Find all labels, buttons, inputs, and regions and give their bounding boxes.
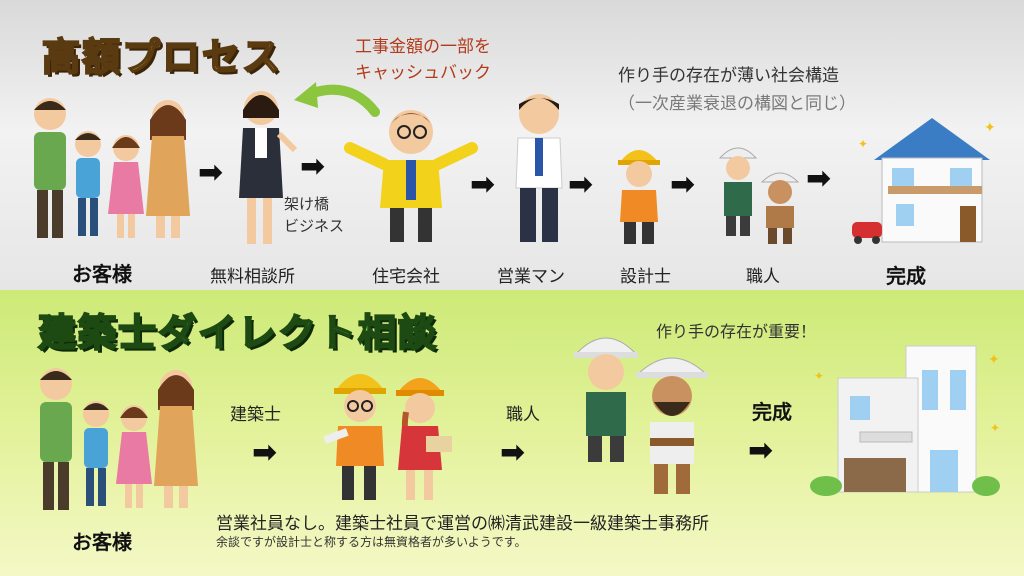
designer-illustration — [618, 150, 660, 244]
consultant-illustration — [239, 91, 298, 244]
architects-illustration — [323, 374, 452, 500]
modern-house-illustration: ✦ ✦ ✦ — [810, 345, 1000, 496]
top-arrow-6: ➡ — [806, 161, 832, 196]
top-title: 高額プロセス — [41, 34, 283, 80]
salesman-illustration — [515, 94, 563, 242]
top-step-housing-company: 住宅会社 — [372, 267, 440, 287]
svg-text:✦: ✦ — [814, 369, 824, 383]
bottom-step-customer: お客様 — [72, 530, 132, 554]
bottom-arrow-2: ➡ — [500, 435, 526, 470]
top-step-complete: 完成 — [886, 264, 926, 288]
top-step-consultation: 無料相談所 — [210, 267, 295, 287]
craftsmen-illustration — [718, 147, 800, 244]
bottom-step-complete: 完成 — [752, 400, 792, 424]
top-arrow-1: ➡ — [198, 155, 224, 190]
bottom-arrow-3: ➡ — [748, 433, 774, 468]
svg-text:✦: ✦ — [858, 137, 868, 151]
cashback-note: 工事金額の一部を キャッシュバック — [355, 37, 491, 83]
svg-text:✦: ✦ — [984, 120, 996, 136]
bottom-step-architect: 建築士 — [230, 405, 281, 425]
bottom-arrow-1: ➡ — [252, 435, 278, 470]
footer-sub-note: 余談ですが設計士と称する方は無資格者が多いようです。 — [216, 535, 527, 549]
svg-text:✦: ✦ — [990, 421, 1000, 435]
top-arrow-2: ➡ — [300, 149, 326, 184]
importance-note: 作り手の存在が重要！ — [656, 322, 817, 341]
top-step-craftsman: 職人 — [746, 267, 780, 287]
bottom-step-craftsman: 職人 — [506, 405, 540, 425]
top-arrow-3: ➡ — [470, 167, 496, 202]
footer-main-note: 営業社員なし。建築士社員で運営の㈱清武建設一級建築士事務所 — [216, 514, 709, 534]
house-illustration: ✦✦ — [852, 118, 996, 244]
top-step-designer: 設計士 — [620, 267, 671, 287]
bottom-title: 建築士ダイレクト相談 — [37, 310, 439, 356]
housing-company-man-illustration — [344, 110, 478, 242]
top-arrow-4: ➡ — [568, 167, 594, 202]
bridge-business-note: 架け橋 ビジネス — [284, 195, 345, 235]
structure-note: 作り手の存在が薄い社会構造 （一次産業衰退の構図と同じ） — [618, 66, 856, 114]
top-step-customer: お客様 — [72, 262, 132, 286]
family-bottom-illustration — [40, 368, 198, 510]
svg-text:✦: ✦ — [988, 352, 1000, 368]
cashback-arrow-icon — [294, 82, 380, 117]
family-illustration — [34, 98, 190, 238]
top-step-salesman: 営業マン — [497, 267, 565, 287]
top-arrow-5: ➡ — [670, 167, 696, 202]
craftsmen-bottom-illustration — [574, 337, 708, 494]
